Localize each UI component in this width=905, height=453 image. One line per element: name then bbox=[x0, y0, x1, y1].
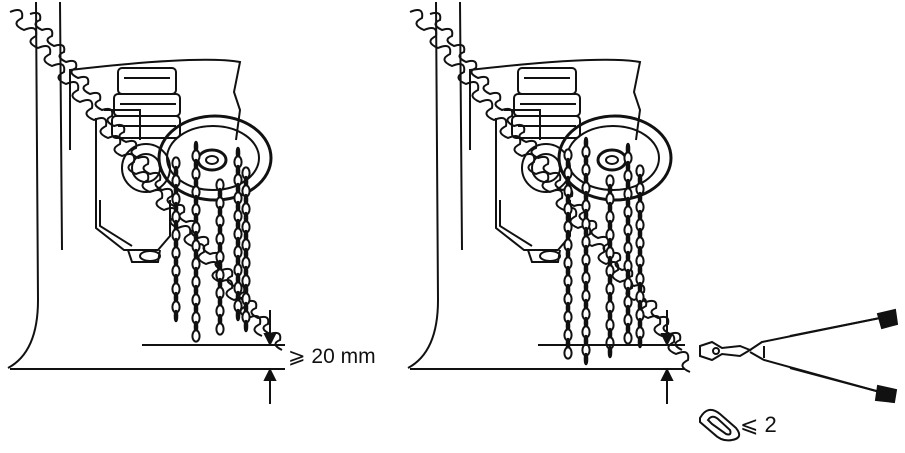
spring-coil-outer bbox=[429, 11, 683, 351]
wall-post bbox=[459, 1, 463, 251]
removed-links-label: ⩽ 2 bbox=[740, 412, 777, 437]
chain-link-icon bbox=[699, 408, 741, 442]
dimension-marker bbox=[263, 310, 277, 404]
wall-edge bbox=[7, 1, 40, 369]
sprocket-wheel bbox=[157, 114, 273, 202]
panel-left bbox=[7, 1, 285, 404]
chain-link bbox=[563, 346, 573, 360]
spring-coil bbox=[9, 9, 263, 337]
chain-link bbox=[235, 308, 241, 322]
chain-link bbox=[191, 329, 201, 343]
bolt-cutter-icon bbox=[699, 308, 899, 404]
chain-link bbox=[607, 345, 613, 359]
chain-link bbox=[173, 309, 179, 323]
chain-link bbox=[243, 319, 249, 333]
clearance-label: ⩾ 20 mm bbox=[288, 345, 376, 368]
wall-edge bbox=[407, 1, 440, 369]
gear-motor bbox=[495, 67, 581, 263]
dimension-marker bbox=[660, 310, 674, 404]
chain-link bbox=[623, 331, 633, 345]
housing-cover bbox=[469, 58, 642, 141]
chain-link bbox=[583, 352, 589, 366]
panel-right bbox=[407, 1, 899, 442]
chains-right bbox=[563, 136, 645, 366]
wall-post bbox=[59, 1, 63, 251]
sprocket-wheel bbox=[557, 114, 673, 202]
housing-cover bbox=[69, 58, 242, 141]
chain-link bbox=[215, 322, 225, 336]
chains-left bbox=[171, 140, 251, 343]
